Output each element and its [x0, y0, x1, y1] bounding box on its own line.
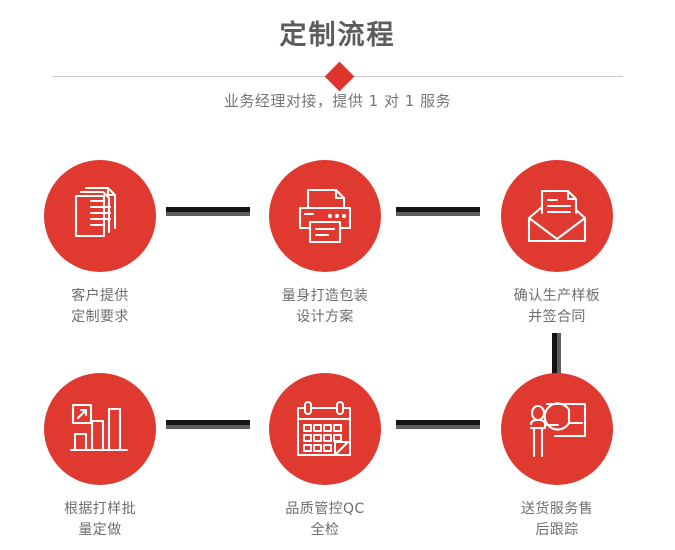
step-4-caption: 根据打样批 量定做	[64, 501, 136, 538]
step-5[interactable]: 品质管控QC 全检	[250, 373, 400, 541]
connector-segment-light	[166, 425, 250, 429]
step-6-caption: 送货服务售 后跟踪	[521, 501, 593, 538]
step-6-circle	[501, 373, 613, 485]
step-3-circle	[501, 160, 613, 272]
step-2-circle	[269, 160, 381, 272]
step-1-caption: 客户提供 定制要求	[71, 288, 129, 325]
step-3-caption: 确认生产样板 并签合同	[513, 288, 601, 325]
connector-horizontal-1	[166, 207, 250, 216]
connector-segment-dark	[166, 207, 250, 212]
connector-horizontal-3	[166, 420, 250, 429]
connector-segment-light	[396, 425, 480, 429]
connector-segment-dark	[166, 420, 250, 425]
connector-segment-dark	[396, 420, 480, 425]
connector-segment-dark	[552, 333, 557, 375]
connector-segment-light	[557, 333, 561, 375]
header-divider	[0, 61, 675, 92]
connector-segment-light	[396, 212, 480, 216]
step-2-caption: 量身打造包装 设计方案	[281, 288, 369, 325]
connector-horizontal-2	[396, 207, 480, 216]
page-title: 定制流程	[279, 20, 396, 51]
step-1-circle	[44, 160, 156, 272]
step-5-caption: 品质管控QC 全检	[285, 501, 365, 538]
step-6[interactable]: 送货服务售 后跟踪	[482, 373, 632, 541]
step-3[interactable]: 确认生产样板 并签合同	[482, 160, 632, 328]
step-2[interactable]: 量身打造包装 设计方案	[250, 160, 400, 328]
connector-segment-light	[166, 212, 250, 216]
step-4[interactable]: 根据打样批 量定做	[25, 373, 175, 541]
page-subtitle: 业务经理对接，提供 1 对 1 服务	[223, 92, 452, 110]
step-1[interactable]: 客户提供 定制要求	[25, 160, 175, 328]
connector-segment-dark	[396, 207, 480, 212]
connector-vertical-1	[552, 333, 561, 375]
diamond-icon	[324, 61, 355, 92]
step-4-circle	[44, 373, 156, 485]
step-5-circle	[269, 373, 381, 485]
connector-horizontal-4	[396, 420, 480, 429]
